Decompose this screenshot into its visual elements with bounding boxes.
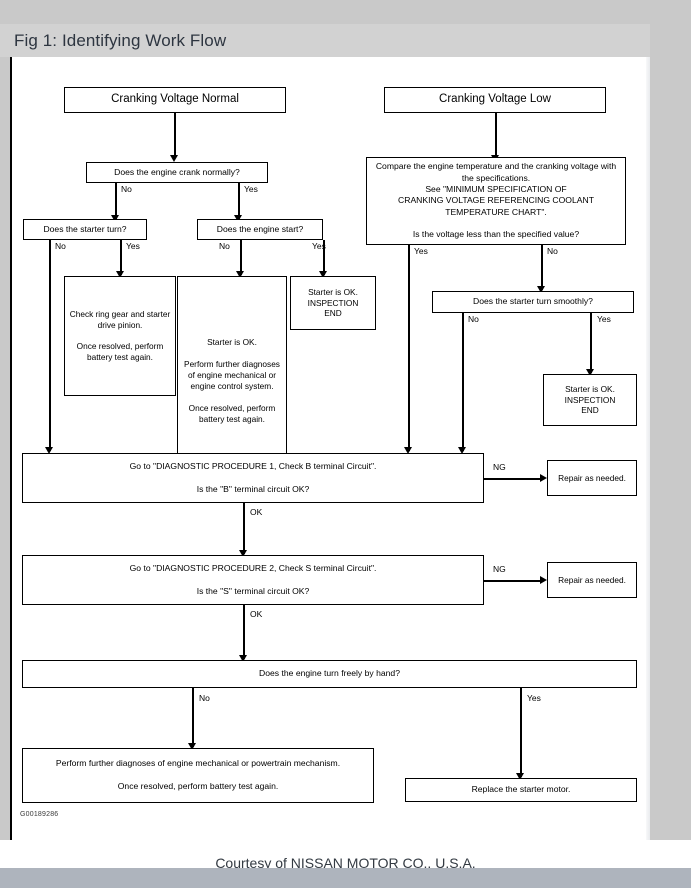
figure-code: G00189286 bbox=[20, 811, 59, 818]
edge-n10-n11 bbox=[590, 313, 592, 373]
window-bottom-strip bbox=[0, 868, 691, 888]
node-starter-turn-smoothly[interactable]: Does the starter turn smoothly? bbox=[432, 291, 634, 313]
arrow-n10-n11 bbox=[586, 369, 594, 376]
page-title: Fig 1: Identifying Work Flow bbox=[14, 31, 227, 50]
edge-n4-n6 bbox=[240, 240, 242, 275]
edge-n12-n14 bbox=[243, 503, 245, 554]
edge-label-n12-n14: OK bbox=[250, 507, 263, 517]
edge-label-n4-n6: No bbox=[219, 241, 230, 251]
node-cranking-voltage-low[interactable]: Cranking Voltage Low bbox=[384, 87, 606, 113]
edge-label-n3-n12: No bbox=[55, 241, 66, 251]
right-gutter bbox=[650, 0, 691, 888]
edge-n16-n18 bbox=[520, 688, 522, 777]
arrow-n2-n4 bbox=[234, 215, 242, 222]
node-replace-starter-motor[interactable]: Replace the starter motor. bbox=[405, 778, 637, 802]
edge-label-n16-n18: Yes bbox=[527, 693, 541, 703]
node-cranking-voltage-normal[interactable]: Cranking Voltage Normal bbox=[64, 87, 286, 113]
node-check-ring-gear[interactable]: Check ring gear and starter drive pinion… bbox=[64, 276, 176, 396]
node-starter-ok-inspection-end-left[interactable]: Starter is OK. INSPECTION END bbox=[290, 276, 376, 330]
edge-label-n4-n7: Yes bbox=[312, 241, 326, 251]
edge-n16-n17 bbox=[192, 688, 194, 747]
window-top-strip bbox=[0, 0, 691, 24]
edge-n10-n12 bbox=[462, 313, 464, 451]
edge-label-n16-n17: No bbox=[199, 693, 210, 703]
edge-n12-n13 bbox=[484, 478, 542, 480]
page-edge-shadow bbox=[644, 57, 650, 840]
arrow-n3-n5 bbox=[116, 271, 124, 278]
figure-header-bar bbox=[0, 24, 691, 57]
arrow-n1-n2 bbox=[170, 155, 178, 162]
node-compare-engine-temperature[interactable]: Compare the engine temperature and the c… bbox=[366, 157, 626, 245]
edge-n14-n16 bbox=[243, 605, 245, 659]
edge-label-n9-n12: Yes bbox=[414, 246, 428, 256]
edge-n9-n12 bbox=[408, 245, 410, 451]
arrow-n4-n7 bbox=[319, 271, 327, 278]
flowchart-canvas: Cranking Voltage Normal Does the engine … bbox=[10, 57, 646, 840]
arrow-n4-n6 bbox=[236, 271, 244, 278]
node-engine-crank-normally[interactable]: Does the engine crank normally? bbox=[86, 162, 268, 183]
arrow-n16-n17 bbox=[188, 743, 196, 750]
node-diagnostic-procedure-2[interactable]: Go to "DIAGNOSTIC PROCEDURE 2, Check S t… bbox=[22, 555, 484, 605]
node-starter-ok-inspection-end-right[interactable]: Starter is OK. INSPECTION END bbox=[543, 374, 637, 426]
edge-n14-n15 bbox=[484, 580, 542, 582]
edge-label-n2-n3: No bbox=[121, 184, 132, 194]
arrow-n16-n18 bbox=[516, 773, 524, 780]
edge-label-n9-n10: No bbox=[547, 246, 558, 256]
node-repair-as-needed-2[interactable]: Repair as needed. bbox=[547, 562, 637, 598]
node-starter-ok-further-diagnoses[interactable]: Starter is OK. Perform further diagnoses… bbox=[177, 276, 287, 486]
arrow-n2-n3 bbox=[111, 215, 119, 222]
edge-label-n2-n4: Yes bbox=[244, 184, 258, 194]
edge-label-n3-n5: Yes bbox=[126, 241, 140, 251]
edge-n8-n9 bbox=[495, 113, 497, 157]
arrow-n12-n13 bbox=[540, 474, 547, 482]
arrow-n14-n16 bbox=[239, 655, 247, 662]
edge-n1-n2 bbox=[174, 113, 176, 157]
node-does-starter-turn[interactable]: Does the starter turn? bbox=[23, 219, 147, 240]
edge-n4-n7 bbox=[323, 240, 325, 275]
edge-label-n12-n13: NG bbox=[493, 462, 506, 472]
courtesy-label: Courtesy of NISSAN MOTOR CO., U.S.A. bbox=[215, 855, 476, 871]
edge-label-n14-n15: NG bbox=[493, 564, 506, 574]
node-diagnostic-procedure-1[interactable]: Go to "DIAGNOSTIC PROCEDURE 1, Check B t… bbox=[22, 453, 484, 503]
node-repair-as-needed-1[interactable]: Repair as needed. bbox=[547, 460, 637, 496]
edge-n2-n4 bbox=[238, 183, 240, 219]
edge-n9-n10 bbox=[541, 245, 543, 290]
arrow-n14-n15 bbox=[540, 576, 547, 584]
edge-label-n10-n11: Yes bbox=[597, 314, 611, 324]
arrow-n10-n12 bbox=[458, 447, 466, 454]
edge-n3-n12 bbox=[49, 240, 51, 451]
arrow-n12-n14 bbox=[239, 550, 247, 557]
node-does-engine-start[interactable]: Does the engine start? bbox=[197, 219, 323, 240]
edge-label-n10-n12: No bbox=[468, 314, 479, 324]
edge-n3-n5 bbox=[120, 240, 122, 275]
arrow-n9-n10 bbox=[537, 286, 545, 293]
node-further-diagnoses-powertrain[interactable]: Perform further diagnoses of engine mech… bbox=[22, 748, 374, 803]
edge-n2-n3 bbox=[115, 183, 117, 219]
node-engine-turn-freely[interactable]: Does the engine turn freely by hand? bbox=[22, 660, 637, 688]
arrow-n9-n12 bbox=[404, 447, 412, 454]
arrow-n3-n12 bbox=[45, 447, 53, 454]
edge-label-n14-n16: OK bbox=[250, 609, 263, 619]
